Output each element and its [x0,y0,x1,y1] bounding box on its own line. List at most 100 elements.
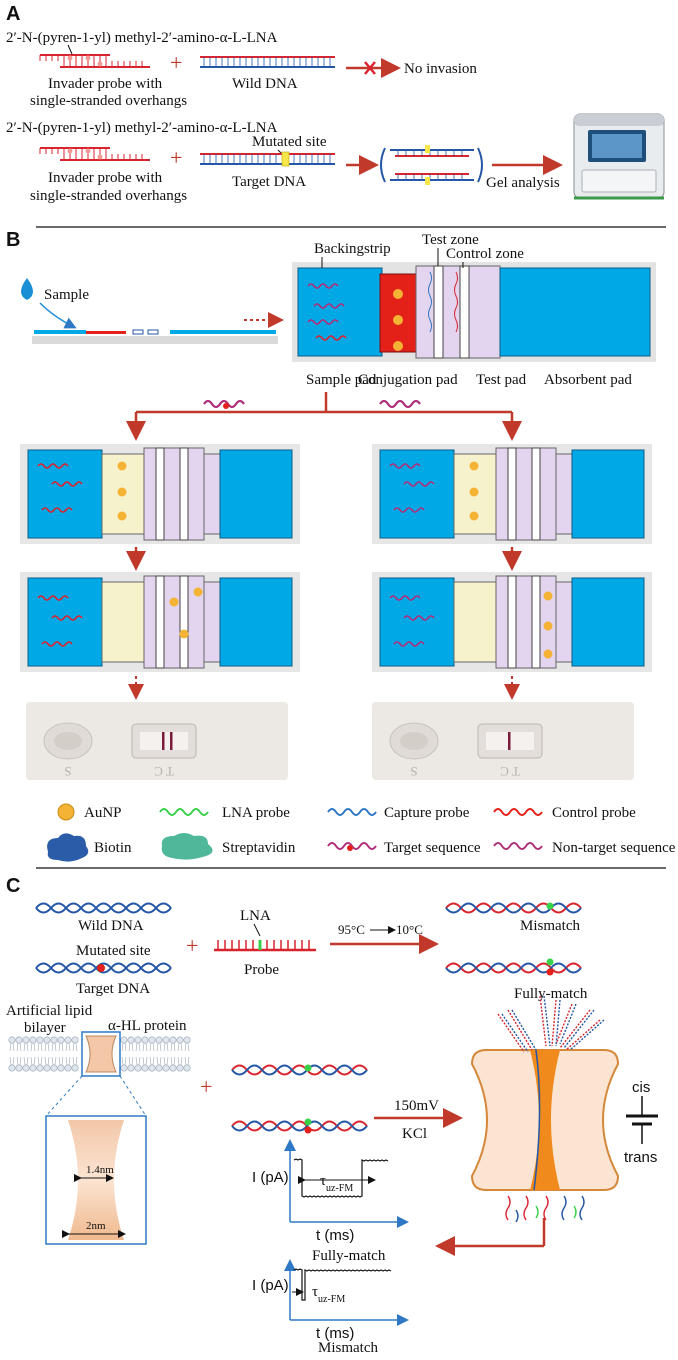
legend-streptavidin: Streptavidin [222,840,296,856]
legend-non-target-sequence: Non-target sequence [552,840,676,856]
legend-aunp: AuNP [84,805,122,821]
sample-label: Sample [44,287,89,303]
strip-positive-1 [19,443,301,545]
legend-lna-probe: LNA probe [222,805,290,821]
mutated-site-label-a: Mutated site [252,134,327,150]
non-target-sequence-icon [493,842,543,850]
gel-analysis-label: Gel analysis [486,175,560,191]
ahl-pore-large [470,1049,620,1191]
legend-capture-probe: Capture probe [384,805,470,821]
invader-probe-1 [39,44,150,68]
cassette-s-mark: S [410,764,417,779]
control-probe-icon [493,808,543,816]
trace-mismatch [284,1259,409,1326]
probe-label-1b: single-stranded overhangs [30,93,187,109]
legend-biotin: Biotin [94,840,132,856]
plus-a1: + [170,50,182,75]
droplet-icon [21,278,33,300]
zoom-lines [45,1075,147,1117]
test-cassette-negative: S T C [371,701,635,781]
mutated-site-label-c: Mutated site [76,943,151,959]
absorbent-pad-label: Absorbent pad [544,372,632,388]
test-zone-label: Test zone [422,232,479,248]
target-sequence-icon-top [203,399,245,409]
lna-pointer [253,923,261,937]
cassette-tc-mark: T C [500,764,520,779]
invasion-complex [380,145,483,185]
mismatch-duplex [445,902,582,914]
pore-zoom [45,1115,147,1245]
current-axis-label-2: I (pA) [252,1277,289,1294]
pore-narrow-label: 1.4nm [86,1164,114,1176]
single-strands-bottom [505,1195,585,1223]
ahl-pore-small [81,1031,121,1077]
probe-name-2: 2′-N-(pyren-1-yl) methyl-2′-amino-α-L-LN… [6,120,278,136]
panel-b-label: B [6,229,20,251]
gel-imager-icon [573,113,665,200]
cis-label: cis [632,1079,650,1096]
duplex-cloud-top [497,995,605,1053]
pore-wide-label: 2nm [86,1220,106,1232]
trace-mm-caption: Mismatch [318,1340,378,1355]
target-sequence-icon [327,842,377,851]
panel-a-label: A [6,3,20,25]
target-dna-strand [200,151,335,167]
tau-label-1: τuz-FM [320,1173,353,1194]
probe-label-2b: single-stranded overhangs [30,188,187,204]
target-dna-label-a: Target DNA [232,174,306,190]
plus-c1: + [186,933,198,958]
wild-dna-label-a: Wild DNA [232,76,298,92]
sample-pad-label: Sample pad [306,372,377,388]
no-invasion-label: No invasion [404,61,477,77]
wild-dna-strand [200,56,335,68]
battery-icon [626,1096,658,1144]
lipid-label-2: bilayer [24,1020,66,1036]
probe-strand [214,940,316,952]
probe-label: Probe [244,962,279,978]
biotin-icon [47,833,89,862]
streptavidin-icon [161,833,213,860]
temp-from: 95°C [338,922,365,937]
legend-control-probe: Control probe [552,805,636,821]
time-axis-label-2: t (ms) [316,1325,354,1342]
target-dna-label-c: Target DNA [76,981,150,997]
trace-fm-caption: Fully-match [312,1248,386,1264]
voltage-label: 150mV [394,1098,439,1114]
strip-side-view [32,329,278,344]
salt-label: KCl [402,1126,427,1142]
capture-probe-icon [327,808,377,816]
panel-c-label: C [6,875,20,897]
fully-match-label-c: Fully-match [514,986,588,1002]
backingstrip-label: Backingstrip [314,241,391,257]
lipid-bilayer [8,1036,191,1072]
lna-label: LNA [240,908,271,924]
test-pad-label: Test pad [476,372,527,388]
split-arrows [126,392,522,441]
mismatch-duplex-2 [231,1064,368,1076]
cross-icon [364,61,376,75]
cassette-s-mark: S [64,764,71,779]
wild-dna-label-c: Wild DNA [78,918,144,934]
aunp-icon [57,803,75,821]
sample-arrow [39,302,77,329]
trace-fully-match [284,1139,409,1228]
plus-a2: + [170,145,182,170]
strip-negative-1 [371,443,653,545]
probe-name-1: 2′-N-(pyren-1-yl) methyl-2′-amino-α-L-LN… [6,30,278,46]
conjugation-pad-label: Conjugation pad [358,372,458,388]
strip-positive-2 [19,571,301,673]
target-dna-helix [35,962,172,974]
test-cassette-positive: S T C [25,701,289,781]
plus-c2: + [200,1074,212,1099]
invader-probe-2 [39,147,150,161]
current-axis-label-1: I (pA) [252,1169,289,1186]
strip-overview [292,262,656,362]
control-zone-label: Control zone [446,246,524,262]
strip-negative-2 [371,571,653,673]
wild-dna-helix [35,902,172,914]
fully-match-duplex-2 [231,1118,368,1134]
time-axis-label-1: t (ms) [316,1227,354,1244]
cassette-tc-mark: T C [154,764,174,779]
legend-target-sequence: Target sequence [384,840,481,856]
